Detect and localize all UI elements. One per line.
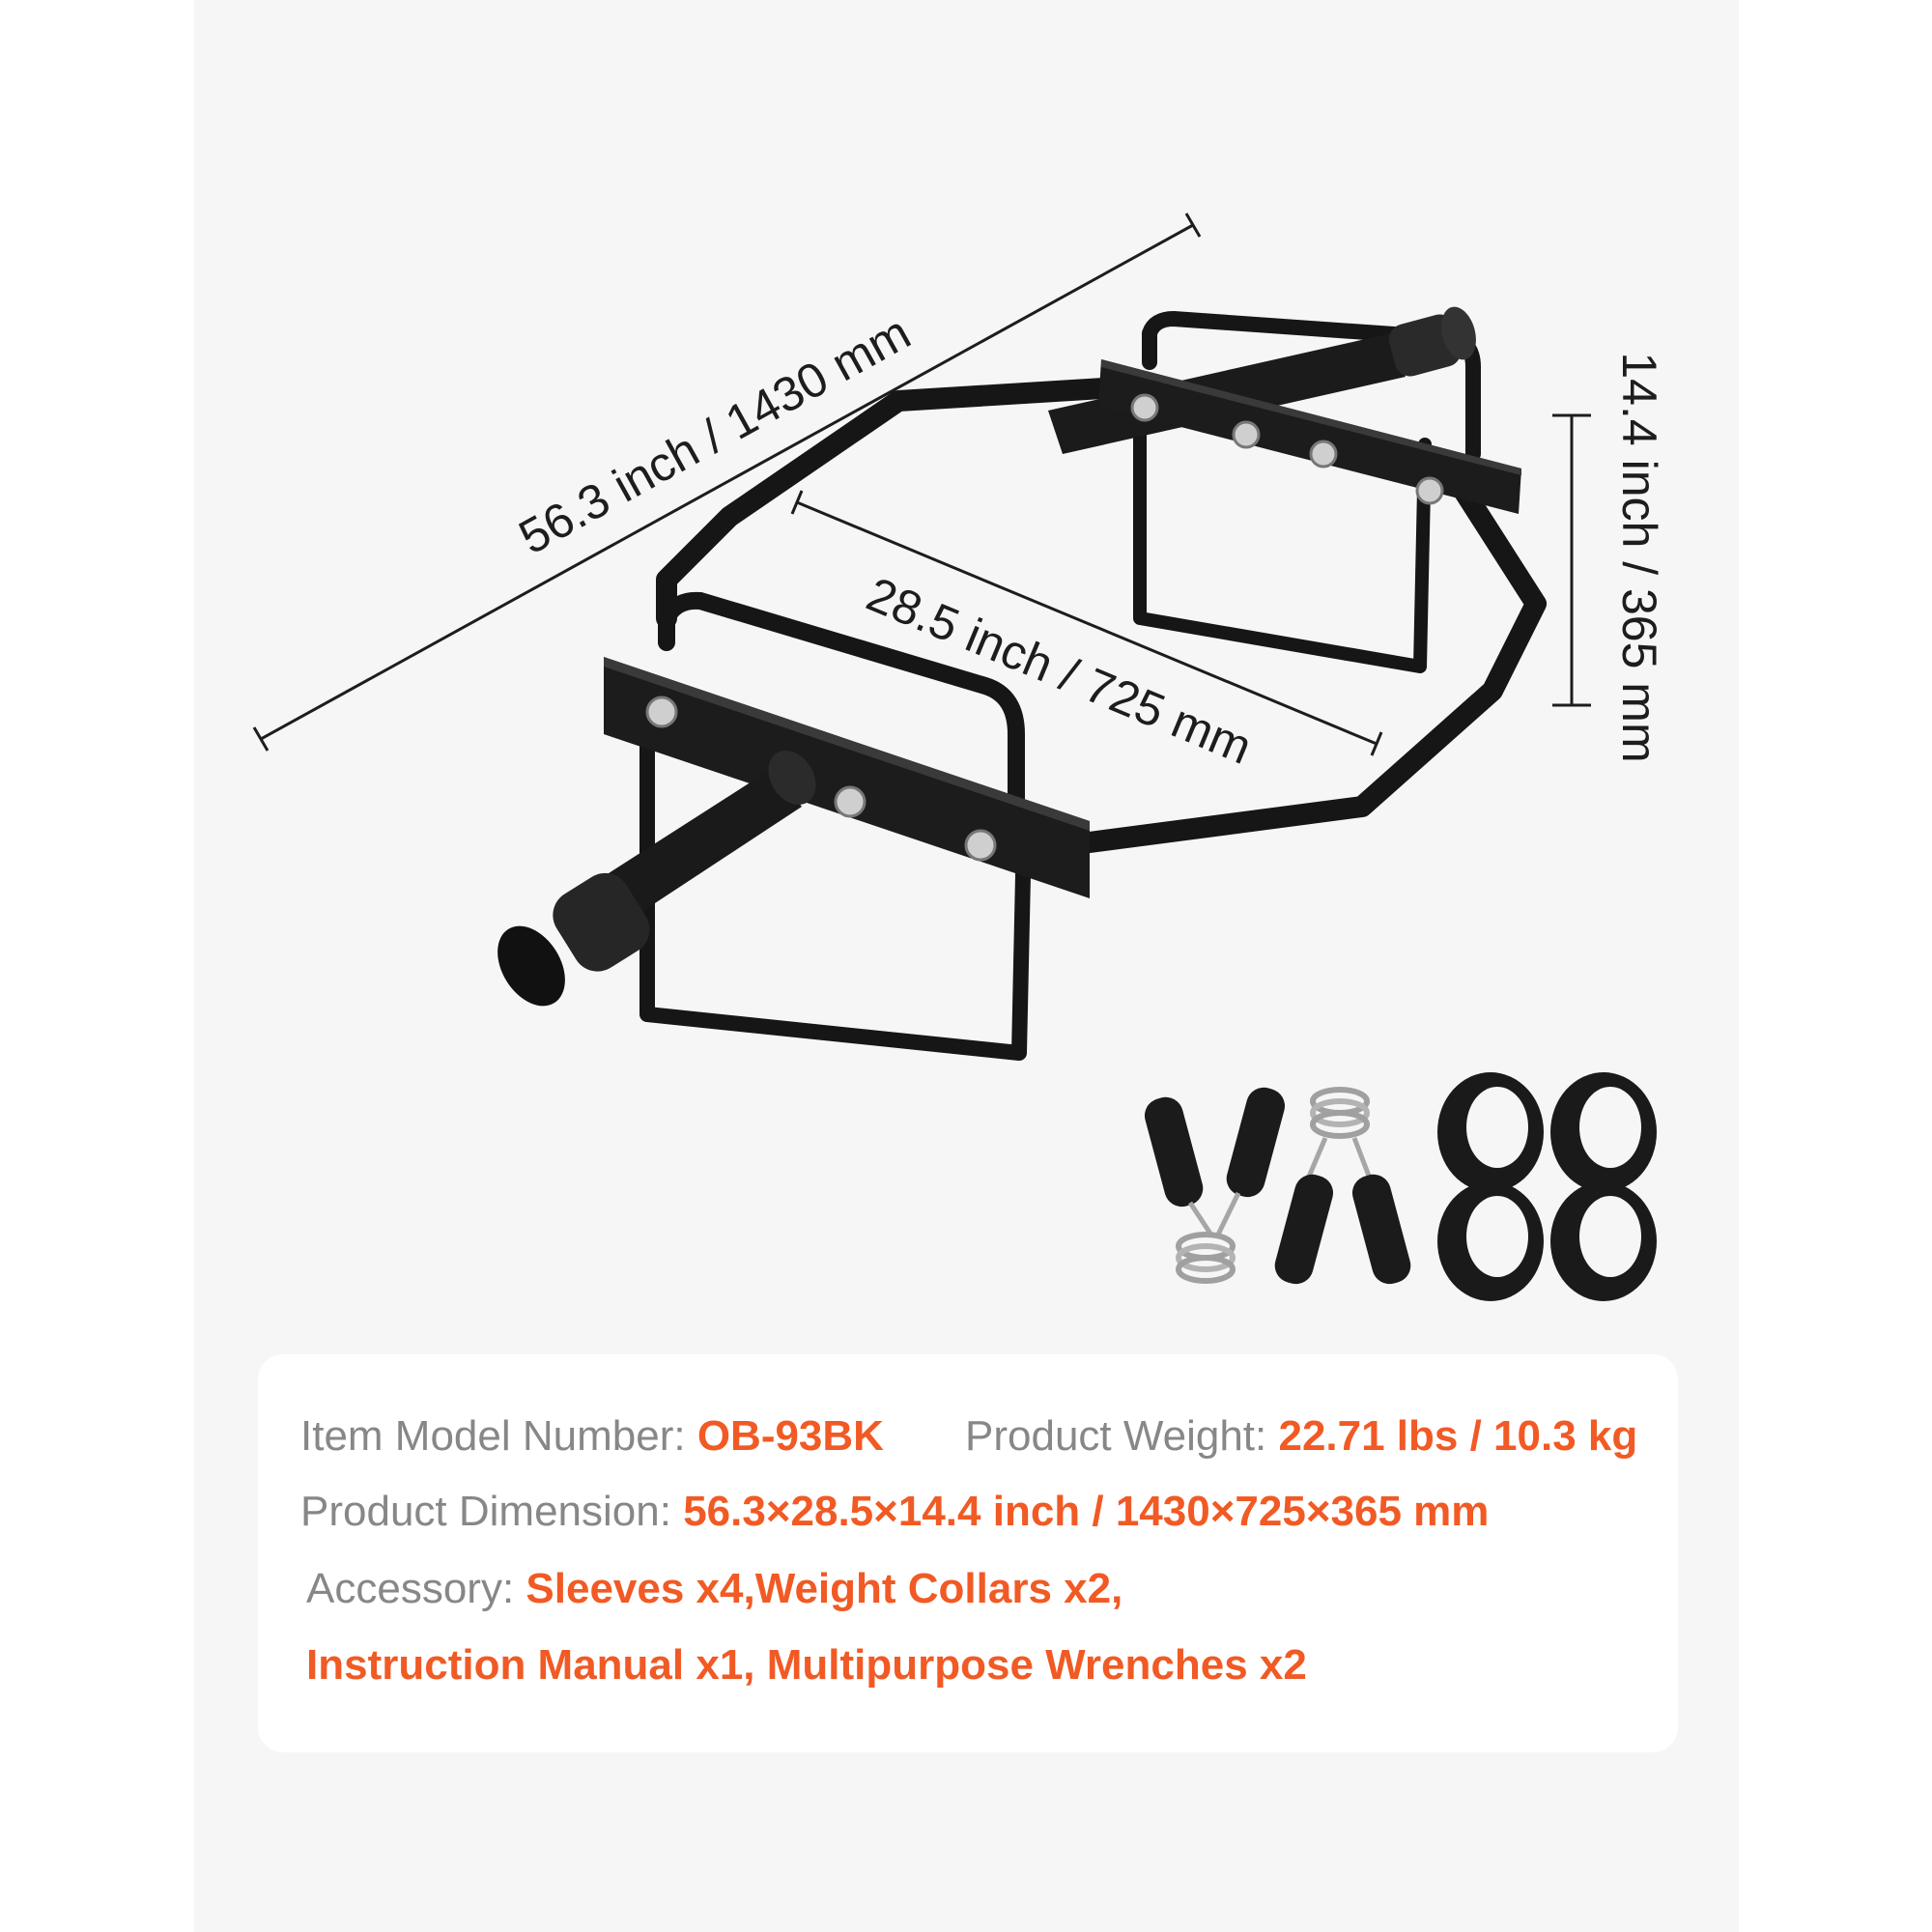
- accessory-row: Accessory: Sleeves x4,Weight Collars x2,: [306, 1565, 1122, 1613]
- sleeve-ring-icon: [1437, 1072, 1544, 1192]
- sleeve-ring-icon: [1437, 1181, 1544, 1301]
- front-sleeve: [497, 751, 816, 1007]
- weight-row: Product Weight: 22.71 lbs / 10.3 kg: [965, 1412, 1637, 1461]
- back-crossbar: [1098, 359, 1521, 514]
- height-dimension-label: 14.4 inch / 365 mm: [1612, 352, 1666, 762]
- model-label: Item Model Number:: [300, 1412, 686, 1460]
- front-crossbar: [604, 657, 1090, 898]
- spec-card: Item Model Number: OB-93BK Product Weigh…: [258, 1354, 1678, 1752]
- accessory-value-line1: Sleeves x4,Weight Collars x2,: [526, 1565, 1123, 1612]
- width-dimension: 28.5 inch / 725 mm: [790, 490, 1383, 775]
- height-dimension: 14.4 inch / 365 mm: [1552, 352, 1666, 763]
- dimension-row: Product Dimension: 56.3×28.5×14.4 inch /…: [300, 1488, 1489, 1536]
- sleeve-ring-icon: [1550, 1181, 1657, 1301]
- accessory-value-line2: Instruction Manual x1, Multipurpose Wren…: [306, 1641, 1307, 1689]
- weight-label: Product Weight:: [965, 1412, 1267, 1460]
- model-row: Item Model Number: OB-93BK: [300, 1412, 884, 1461]
- weight-collar-icon: [1274, 1087, 1411, 1285]
- dimension-label: Product Dimension:: [300, 1488, 671, 1535]
- weight-value: 22.71 lbs / 10.3 kg: [1278, 1412, 1638, 1460]
- weight-collar-icon: [1144, 1087, 1286, 1284]
- dimension-value: 56.3×28.5×14.4 inch / 1430×725×365 mm: [683, 1488, 1490, 1535]
- accessory-row-continued: Instruction Manual x1, Multipurpose Wren…: [306, 1641, 1307, 1690]
- model-value: OB-93BK: [696, 1412, 884, 1460]
- sleeve-ring-icon: [1550, 1072, 1657, 1192]
- accessory-label: Accessory:: [306, 1565, 515, 1612]
